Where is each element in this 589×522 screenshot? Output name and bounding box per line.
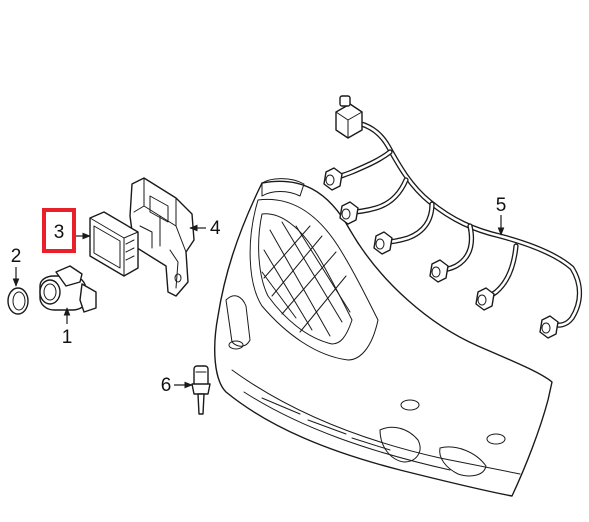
harness-main-connector — [335, 95, 363, 139]
callout-6[interactable]: 6 — [161, 375, 172, 396]
harness-connector-3 — [373, 231, 393, 255]
callout-3-highlight-box — [42, 208, 76, 253]
harness-connector-6 — [539, 315, 559, 339]
parking-sensor — [39, 265, 97, 313]
sensor-retainer-ring — [7, 287, 29, 315]
callout-2[interactable]: 2 — [11, 246, 22, 267]
harness-connector-5 — [475, 287, 495, 311]
leader-lines — [12, 215, 505, 389]
callout-3[interactable]: 3 — [54, 222, 65, 243]
harness-connector-1 — [323, 167, 343, 191]
harness-connector-2 — [339, 201, 359, 225]
front-bumper — [214, 178, 553, 497]
callout-1[interactable]: 1 — [62, 327, 73, 348]
callout-5[interactable]: 5 — [496, 195, 507, 216]
harness-connector-4 — [429, 259, 449, 283]
temperature-sensor — [191, 365, 211, 415]
callout-labels: 1 2 3 4 5 6 — [11, 195, 507, 396]
module-bracket — [129, 177, 195, 297]
callout-4[interactable]: 4 — [210, 218, 221, 239]
wiring-harness — [323, 95, 583, 339]
control-module — [89, 211, 139, 277]
